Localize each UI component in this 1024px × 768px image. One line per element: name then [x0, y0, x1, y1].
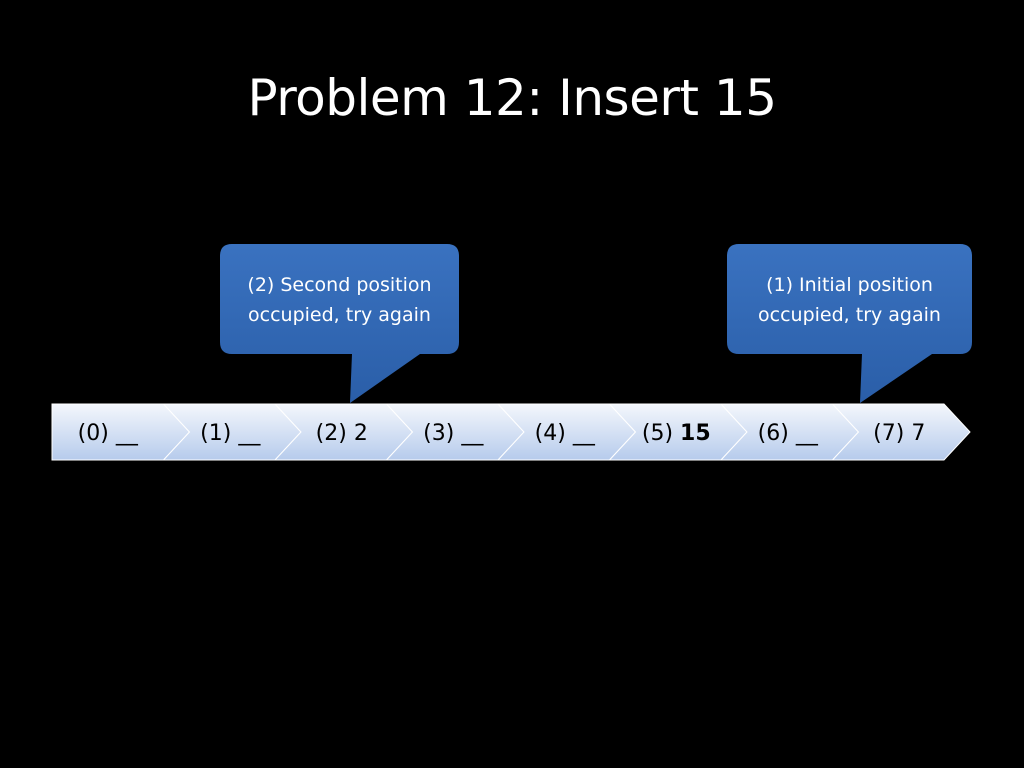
array-cell-shape	[831, 403, 971, 461]
array-cell-2: (2) 2	[273, 403, 414, 461]
array-chevrons: (0) __(1) __(2) 2(3) __(4) __(5) 15(6) _…	[51, 403, 971, 461]
array-cell-index: (2)	[316, 421, 354, 446]
array-cell-value: __	[572, 421, 596, 446]
array-cell-value: __	[795, 421, 819, 446]
slide-title: Problem 12: Insert 15	[247, 69, 777, 127]
array-cell-label: (3) __	[423, 421, 484, 446]
array-cell-label: (0) __	[78, 421, 139, 446]
array-cell-value: __	[115, 421, 139, 446]
array-cell-label: (6) __	[758, 421, 819, 446]
callout-initial: (1) Initial position occupied, try again	[727, 244, 972, 403]
array-cell-0: (0) __	[51, 403, 191, 461]
array-cell-index: (4)	[535, 421, 573, 446]
array-cell-6: (6) __	[719, 403, 860, 461]
array-cell-1: (1) __	[162, 403, 302, 461]
array-cell-4: (4) __	[496, 403, 637, 461]
array-cell-label: (1) __	[200, 421, 261, 446]
array-cell-index: (7)	[873, 421, 911, 446]
callout-text-line: (1) Initial position	[766, 274, 933, 296]
array-cell-value: __	[237, 421, 261, 446]
array-cell-label: (7) 7	[873, 421, 925, 446]
array-cell-label: (5) 15	[642, 421, 711, 446]
callout-text-line: occupied, try again	[248, 304, 431, 326]
array-cell-index: (5)	[642, 421, 680, 446]
callout-text-line: occupied, try again	[758, 304, 941, 326]
callout-text-line: (2) Second position	[247, 274, 431, 296]
array-cell-value: 15	[680, 421, 711, 446]
array-cell-label: (4) __	[535, 421, 596, 446]
callout-bubble	[727, 244, 972, 403]
array-cell-value: __	[460, 421, 484, 446]
array-cell-index: (0)	[78, 421, 116, 446]
array-cell-5: (5) 15	[608, 403, 748, 461]
callout-bubble	[220, 244, 459, 403]
array-cell-label: (2) 2	[316, 421, 368, 446]
array-cell-index: (3)	[423, 421, 461, 446]
array-cell-index: (1)	[200, 421, 238, 446]
array-cell-7: (7) 7	[831, 403, 971, 461]
array-cell-value: 7	[911, 421, 925, 446]
array-cell-value: 2	[354, 421, 368, 446]
callout-second: (2) Second position occupied, try again	[220, 244, 459, 403]
array-cell-index: (6)	[758, 421, 796, 446]
